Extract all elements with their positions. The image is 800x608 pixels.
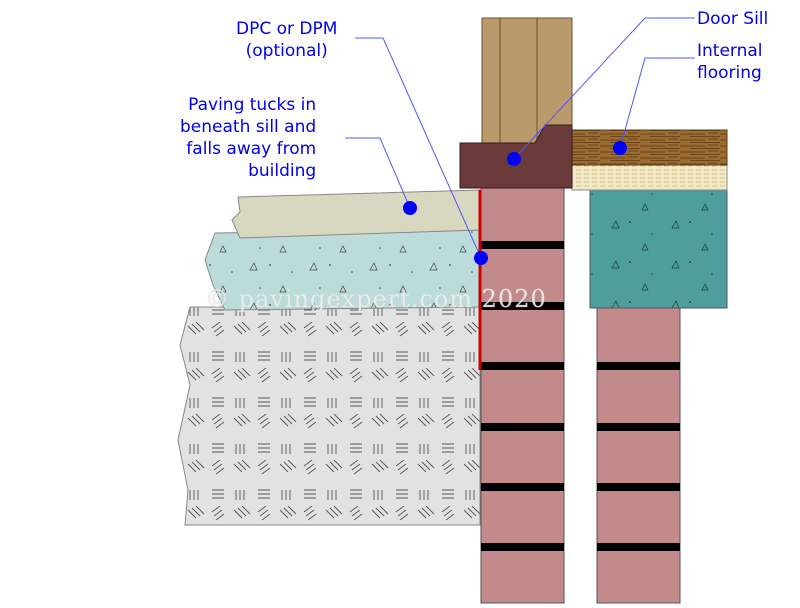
door [481,17,573,144]
paving-marker [403,201,417,215]
watermark: © pavingexpert.com 2020 [205,285,547,313]
sub-base [177,306,481,526]
paving-label: Paving tucks in beneath sill and falls a… [180,95,317,181]
internal-flooring-label: Internal flooring [697,41,763,83]
dpc-leader [355,37,482,259]
inner-brick-wall [596,307,681,604]
internal-flooring [571,129,728,166]
door-sill-leader [513,17,695,160]
flooring-leader [619,57,695,149]
floor-screed [571,164,728,191]
door-sill-label: Door Sill [697,9,769,29]
paving-slab [231,189,481,239]
floor-slab [589,189,728,309]
paving-leader [345,137,411,209]
dpc-marker [474,251,488,265]
dpc-label: DPC or DPM (optional) [236,19,338,61]
flooring-marker [613,141,627,155]
outer-brick-wall [480,187,565,604]
door-sill-marker [507,152,521,166]
